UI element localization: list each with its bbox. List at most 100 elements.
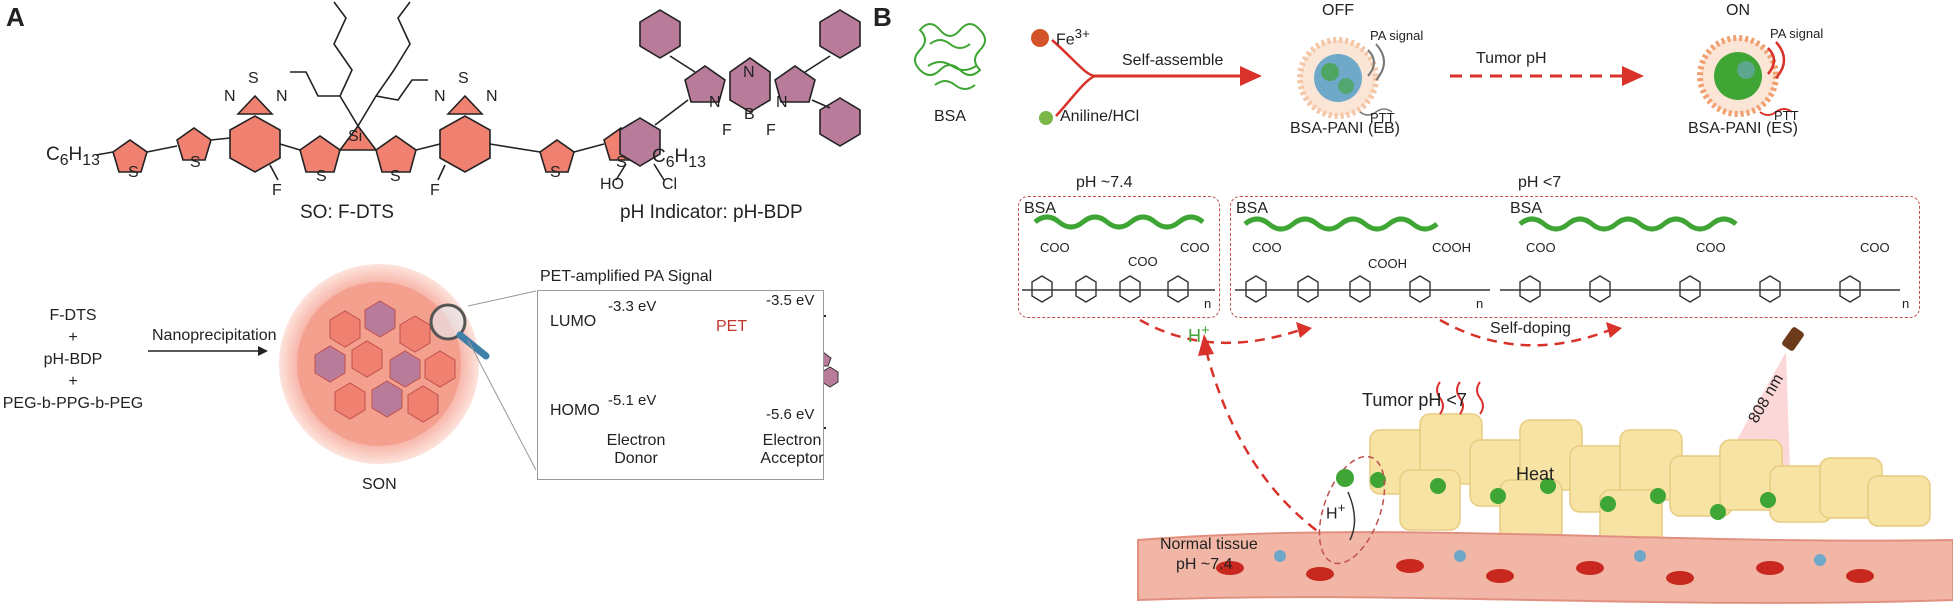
- h-plus-label: H+: [1188, 322, 1210, 346]
- c6h13-right: C6H13: [652, 146, 706, 171]
- heat-waves: [1436, 381, 1484, 415]
- atom-s-1: S: [128, 164, 139, 181]
- donor-lumo-value: -3.3 eV: [608, 298, 657, 315]
- mixture-plus-2: +: [68, 373, 78, 390]
- cooh-1: COOH: [1368, 256, 1407, 271]
- atom-s-3: S: [248, 70, 259, 87]
- thiophene-ring-3: [539, 139, 575, 173]
- atom-s-4: S: [316, 168, 327, 185]
- tumor-ph-label: Tumor pH <7: [1362, 390, 1467, 410]
- coo-7: COO: [1860, 240, 1890, 255]
- donor-label: Electron Donor: [600, 432, 672, 468]
- bsa-chains: [1033, 214, 1738, 232]
- pet-label: PET: [716, 318, 748, 335]
- laser-device: [1782, 327, 1804, 351]
- self-doping-label: Self-doping: [1490, 320, 1571, 337]
- n-subscript-3: n: [1902, 296, 1910, 311]
- fe-label: Fe3+: [1056, 26, 1090, 49]
- donor-line-1: Electron: [606, 432, 666, 449]
- donor-homo-value: -5.1 eV: [608, 392, 657, 409]
- bsa-label-3: BSA: [1510, 200, 1543, 217]
- btd-thiadiazole-right: [446, 94, 484, 115]
- coo-4: COO: [1252, 240, 1282, 255]
- tumor-cells: [1369, 413, 1931, 547]
- dts-ring-left: [299, 135, 341, 173]
- atom-f-1: F: [272, 182, 282, 199]
- h-plus-arrow: [1139, 318, 1301, 345]
- panel-b-letter: B: [873, 2, 892, 32]
- bsa-label-top: BSA: [934, 108, 967, 125]
- vessel-nanoparticles: [1274, 550, 1826, 566]
- fe-sphere: [1031, 29, 1049, 47]
- thiophene-ring-1: [112, 139, 148, 173]
- red-blood-cells: [1216, 559, 1874, 585]
- dts-ring-right: [375, 135, 417, 173]
- mixture-item-peg: PEG-b-PPG-b-PEG: [2, 395, 144, 412]
- btd-thiadiazole-left: [236, 94, 274, 115]
- atom-n-1: N: [224, 88, 236, 105]
- atom-f-bdp-1: F: [722, 122, 732, 139]
- acceptor-lumo-value: -3.5 eV: [766, 292, 815, 309]
- boron-ring: [729, 57, 771, 113]
- ph-lt7-box: [1230, 196, 1920, 318]
- coo-6: COO: [1696, 240, 1726, 255]
- on-label: ON: [1726, 2, 1750, 19]
- atom-b: B: [744, 106, 755, 123]
- self-assemble-label: Self-assemble: [1122, 52, 1224, 69]
- pani-chains: [1022, 275, 1900, 303]
- lumo-label: LUMO: [550, 313, 597, 330]
- ph74-box: [1018, 196, 1220, 318]
- tumor-ph-arrow-label: Tumor pH: [1476, 50, 1547, 67]
- bsa-label-2: BSA: [1236, 200, 1269, 217]
- c6h13-left: C6H13: [46, 144, 100, 169]
- inset-title: PET-amplified PA Signal: [540, 268, 713, 285]
- atom-si: Si: [348, 128, 363, 145]
- heat-label: Heat: [1516, 464, 1555, 484]
- coo-1: COO: [1040, 240, 1070, 255]
- pa-signal-off: PA signal: [1370, 28, 1424, 43]
- n-subscript-2: n: [1476, 296, 1484, 311]
- off-label: OFF: [1322, 2, 1354, 19]
- atom-n-bdp-r: N: [776, 94, 788, 111]
- thiophene-ring-2: [176, 127, 212, 161]
- bsa-protein: [914, 23, 986, 90]
- tumor-nanoparticles: [1370, 472, 1776, 520]
- panel-a-letter: A: [6, 2, 25, 32]
- son-hexagons: [314, 300, 456, 423]
- pa-signal-on: PA signal: [1770, 26, 1824, 41]
- son-label: SON: [362, 476, 397, 493]
- ptt-off: PTT: [1370, 110, 1395, 125]
- phenyl-right: [819, 97, 861, 147]
- atom-n-bdp-l: N: [709, 94, 721, 111]
- so-label: SO: F-DTS: [300, 202, 394, 223]
- es-label: BSA-PANI (ES): [1688, 120, 1798, 137]
- nanoprecipitation-label: Nanoprecipitation: [152, 327, 277, 344]
- atom-s-5: S: [390, 168, 401, 185]
- normal-ph-label: pH ~7.4: [1176, 556, 1233, 573]
- aniline-label: Aniline/HCl: [1060, 108, 1140, 125]
- atom-n-bdp: N: [743, 64, 755, 81]
- bsa-pani-es-particle: [1697, 35, 1793, 117]
- fdts-bonds: [95, 1, 651, 181]
- coo-3: COO: [1180, 240, 1210, 255]
- ph74-title: pH ~7.4: [1076, 174, 1133, 191]
- ph-bdp-molecule: [619, 9, 861, 167]
- mixture-list: F-DTS + pH-BDP + PEG-b-PPG-b-PEG: [0, 305, 146, 415]
- n-subscript-1: n: [1204, 296, 1212, 311]
- atom-n-2: N: [276, 88, 288, 105]
- atom-f-2: F: [430, 182, 440, 199]
- atom-n-4: N: [486, 88, 498, 105]
- ph-indicator-label: pH Indicator: pH-BDP: [620, 202, 803, 223]
- donor-line-2: Donor: [614, 450, 658, 467]
- pet-inset-box: [537, 290, 824, 480]
- atom-s-2: S: [190, 154, 201, 171]
- pyrrole-left: [684, 65, 726, 103]
- mixture-plus-1: +: [68, 329, 78, 346]
- atom-s-8: S: [616, 154, 627, 171]
- phenyl-top-right: [819, 9, 861, 59]
- aniline-sphere: [1039, 111, 1053, 125]
- atom-ho: HO: [600, 176, 624, 193]
- ptt-on: PTT: [1774, 108, 1799, 123]
- cooh-2: COOH: [1432, 240, 1471, 255]
- blood-vessel: [1137, 531, 1953, 604]
